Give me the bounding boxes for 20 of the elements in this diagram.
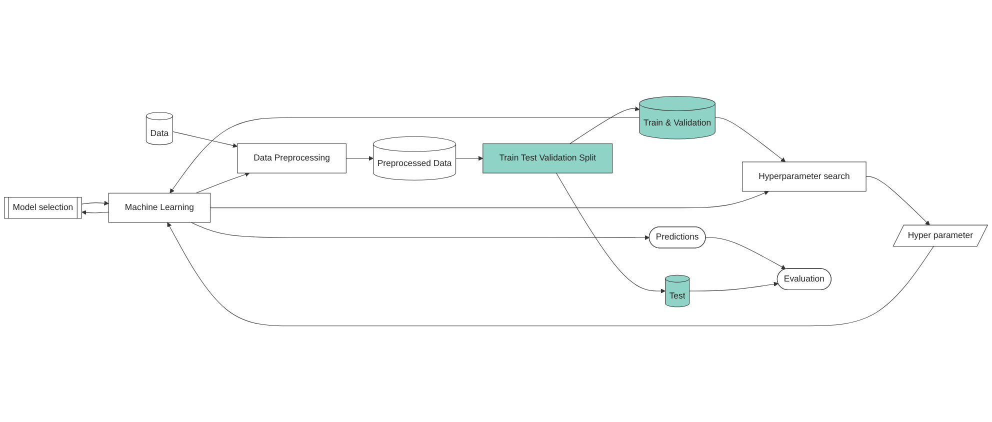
node-box: Train Test Validation Split: [482, 143, 613, 174]
arrow: [705, 237, 786, 270]
arrow: [689, 282, 778, 292]
arrow: [210, 190, 769, 208]
node-box: Data Preprocessing: [237, 143, 346, 174]
arrow: [714, 117, 786, 162]
arrow: [172, 131, 238, 148]
arrow: [866, 176, 930, 226]
arrow: [167, 222, 934, 326]
arrow: [196, 172, 250, 194]
arrow: [346, 156, 374, 161]
arrow: [456, 156, 484, 161]
arrow: [556, 172, 666, 294]
arrow: [170, 117, 640, 194]
node-box: Machine Learning: [108, 192, 210, 223]
arrow: [82, 210, 109, 215]
arrow: [82, 200, 109, 206]
arrow: [570, 106, 640, 144]
arrow: [191, 222, 650, 240]
node-box: Hyperparameter search: [742, 162, 866, 192]
